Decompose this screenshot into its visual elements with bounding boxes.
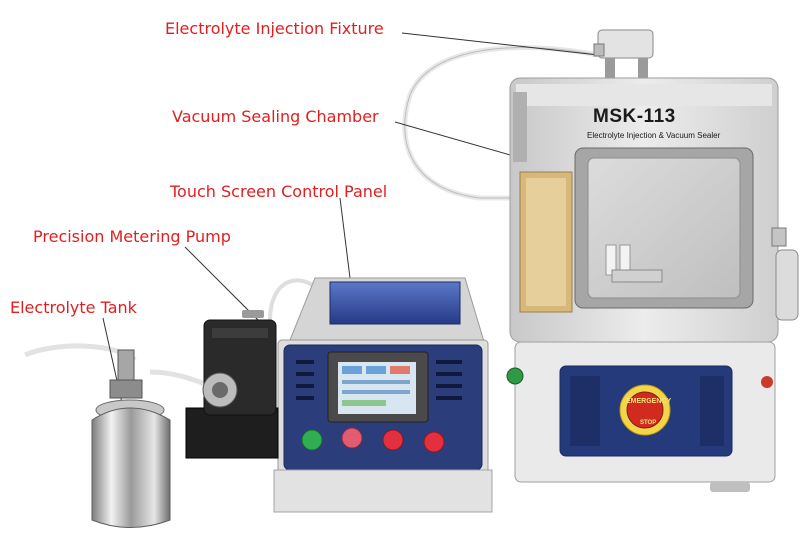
touch-screen[interactable]	[327, 351, 429, 423]
machine-subtitle-text: Electrolyte Injection & Vacuum Sealer	[587, 131, 721, 140]
emergency-stop-label: EMERGENCY	[626, 398, 672, 405]
panel-pink-button[interactable]	[341, 427, 363, 449]
emergency-stop-label-bottom: STOP	[640, 420, 657, 426]
vent-slots	[296, 360, 462, 400]
leader-panel	[339, 197, 351, 279]
label-injection-fixture: Electrolyte Injection Fixture	[165, 19, 384, 38]
electrolyte-tank	[91, 349, 171, 528]
metering-pump	[185, 310, 279, 459]
label-vacuum-chamber: Vacuum Sealing Chamber	[172, 107, 379, 126]
panel-green-button[interactable]	[301, 429, 323, 451]
label-control-panel: Touch Screen Control Panel	[170, 182, 388, 201]
tube-tank-pump-2	[149, 369, 211, 389]
base-green-button[interactable]	[506, 367, 524, 385]
leader-pump	[184, 246, 259, 321]
label-metering-pump: Precision Metering Pump	[33, 227, 231, 246]
chamber-window	[574, 147, 754, 309]
injection-fixture	[593, 29, 654, 78]
leader-fixture	[401, 32, 599, 56]
panel-red-button-1[interactable]	[382, 429, 404, 451]
tube-fixture-outline	[404, 47, 599, 199]
machine-model-text: MSK-113	[593, 106, 676, 127]
base-red-indicator	[761, 376, 773, 388]
emergency-stop[interactable]	[619, 384, 671, 436]
panel-red-button-2[interactable]	[423, 431, 445, 453]
side-valve	[771, 227, 799, 321]
label-electrolyte-tank: Electrolyte Tank	[10, 298, 137, 317]
